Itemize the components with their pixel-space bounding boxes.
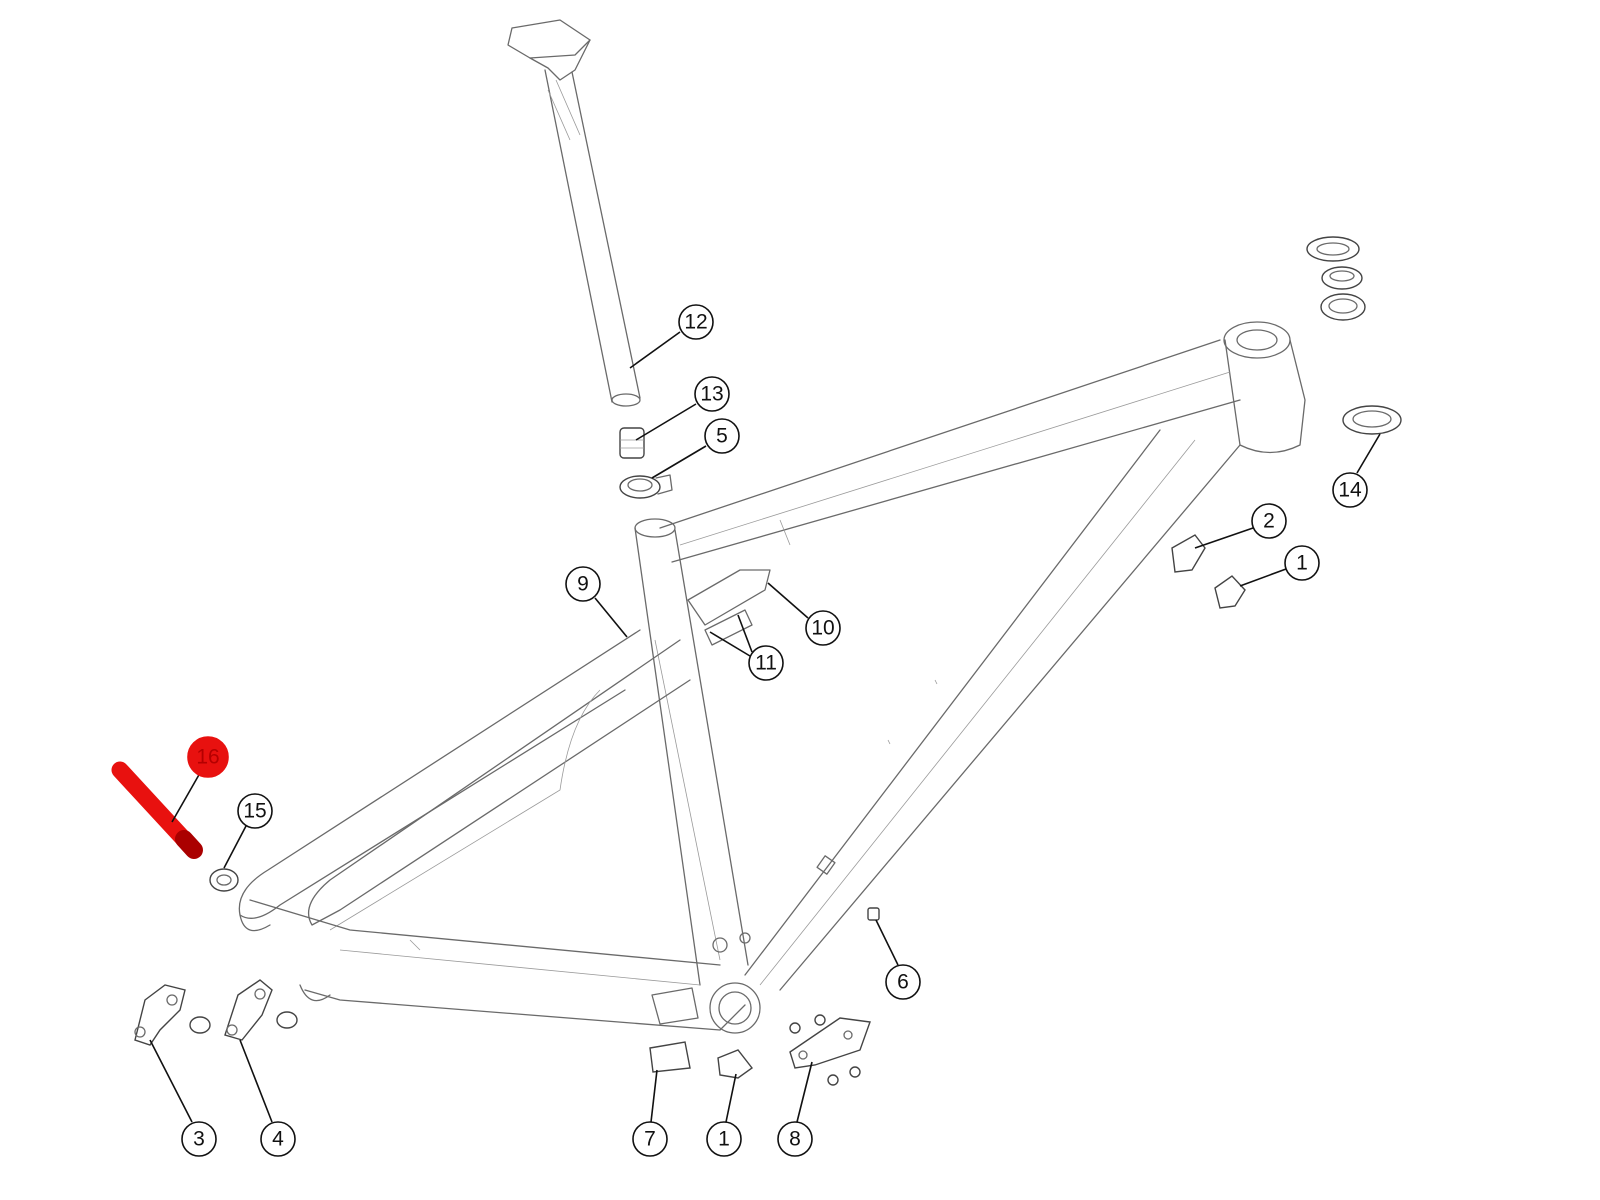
callout-label: 8	[789, 1128, 801, 1151]
callout-14[interactable]: 14	[1332, 472, 1368, 508]
callout-12[interactable]: 12	[678, 304, 714, 340]
callout-label: 4	[272, 1128, 284, 1151]
bolt[interactable]	[867, 907, 880, 921]
callout-11[interactable]: 11	[748, 645, 784, 681]
callout-label: 14	[1338, 479, 1362, 502]
seatpost[interactable]	[507, 19, 641, 407]
cable-port-1[interactable]	[1214, 575, 1246, 609]
callout-5[interactable]: 5	[704, 418, 740, 454]
callout-label: 1	[1296, 552, 1308, 575]
cable-port-2[interactable]	[1171, 534, 1206, 573]
bb-cover[interactable]	[649, 1041, 691, 1073]
derailleur-hanger-4[interactable]	[224, 979, 298, 1041]
callout-label: 15	[243, 800, 266, 823]
leader-lines	[149, 331, 1381, 1123]
frame[interactable]	[238, 321, 1306, 1034]
callout-10[interactable]: 10	[805, 610, 841, 646]
callout-1-lower[interactable]: 1	[706, 1121, 742, 1157]
callout-13[interactable]: 13	[694, 376, 730, 412]
callout-2[interactable]: 2	[1251, 503, 1287, 539]
callout-label: 13	[700, 383, 723, 406]
callout-15[interactable]: 15	[237, 793, 273, 829]
seat-clamp[interactable]	[619, 474, 673, 499]
callout-label: 6	[897, 971, 909, 994]
chain-guide[interactable]	[789, 1014, 871, 1086]
callout-16-highlighted[interactable]: 16	[187, 736, 229, 778]
callout-3[interactable]: 3	[181, 1121, 217, 1157]
callout-label: 7	[644, 1128, 656, 1151]
callout-label: 11	[755, 652, 777, 675]
derailleur-hanger-3[interactable]	[134, 984, 211, 1046]
callout-6[interactable]: 6	[885, 964, 921, 1000]
callout-9[interactable]: 9	[565, 566, 601, 602]
callout-label: 1	[718, 1128, 730, 1151]
seatpost-plug[interactable]	[619, 427, 645, 459]
callout-label: 12	[684, 311, 707, 334]
callout-1-upper[interactable]: 1	[1284, 545, 1320, 581]
cable-guides[interactable]	[687, 569, 771, 646]
callout-4[interactable]: 4	[260, 1121, 296, 1157]
callout-7[interactable]: 7	[632, 1121, 668, 1157]
headset-parts[interactable]	[1306, 236, 1402, 435]
callout-label: 10	[811, 617, 834, 640]
cable-guide-lower[interactable]	[717, 1049, 754, 1079]
axle-spacer[interactable]	[209, 868, 239, 892]
callout-label: 3	[193, 1128, 205, 1151]
thru-axle-highlighted[interactable]	[111, 761, 203, 859]
callout-label: 5	[716, 425, 728, 448]
callout-label: 2	[1263, 510, 1275, 533]
callout-8[interactable]: 8	[777, 1121, 813, 1157]
callout-label: 9	[577, 573, 589, 596]
callout-label: 16	[196, 746, 219, 769]
